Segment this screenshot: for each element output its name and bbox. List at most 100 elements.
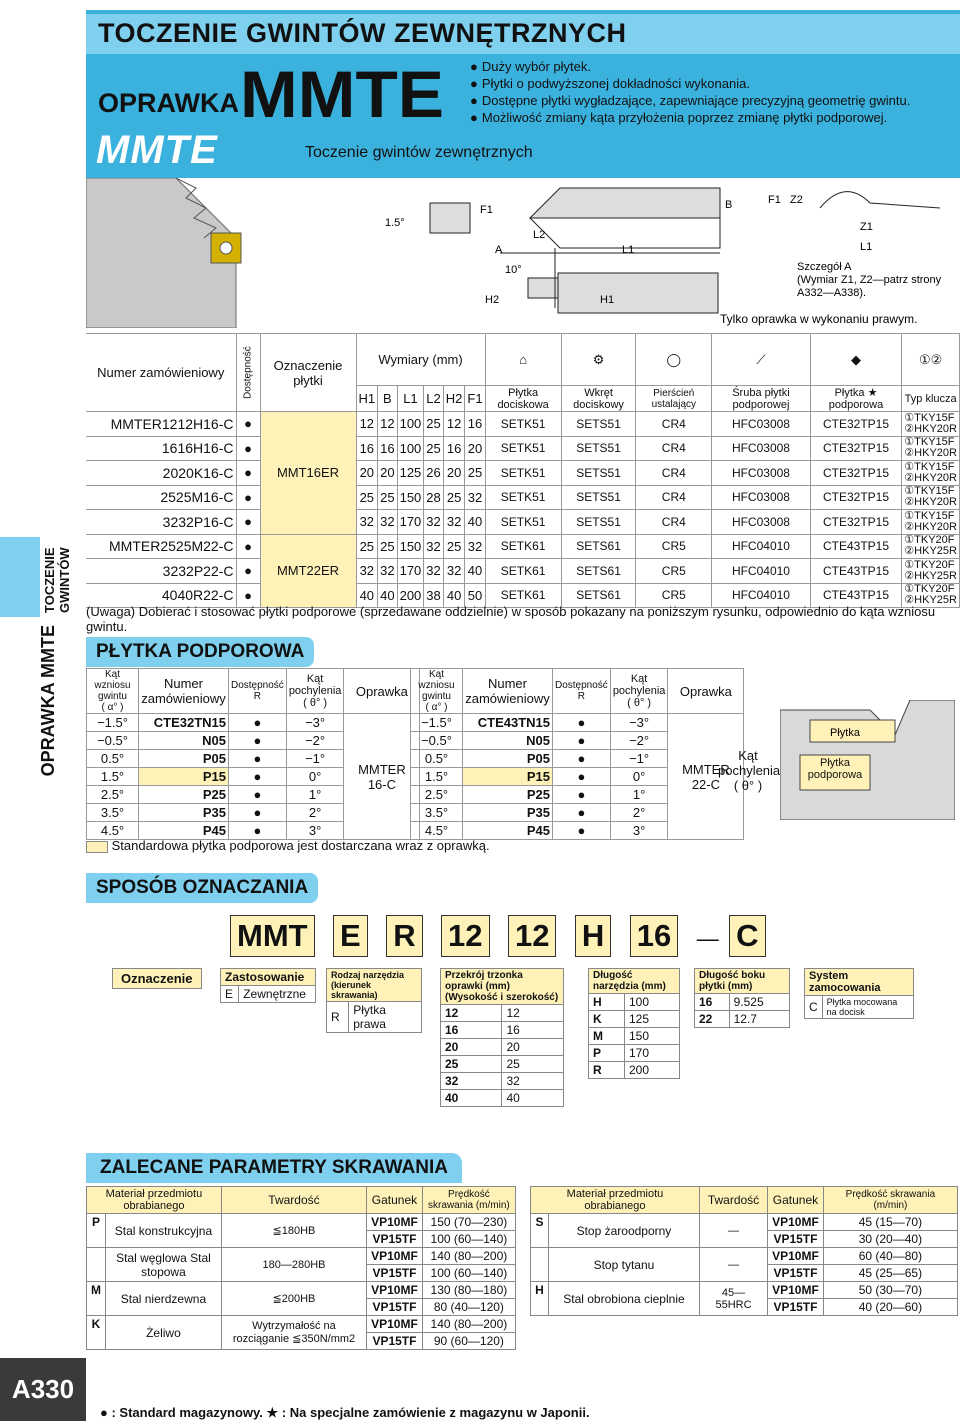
col-angle-label: Kąt wzniosu gwintu: [418, 669, 455, 702]
grade: VP10MF: [767, 1247, 824, 1265]
std-note-text: Standardowa płytka podporowa jest dostar…: [111, 838, 490, 853]
dim-cell: 32: [423, 558, 444, 584]
col-angle: Kąt wzniosu gwintu( α° ): [86, 668, 139, 714]
angle-cell: 2.5°: [86, 785, 139, 804]
part-cell: SETK51: [484, 484, 562, 510]
param-head: Prędkość skrawania (m/min): [421, 1186, 517, 1214]
dim-label-A: A: [495, 244, 503, 256]
legend-val: 100: [623, 993, 681, 1011]
angle-cell: 1.5°: [410, 767, 463, 786]
part-cell: HFC04010: [711, 533, 811, 559]
legend-head: Długość boku płytki (mm): [694, 968, 790, 994]
dim-cell: 20: [355, 460, 379, 486]
dim-label-L1b: L1: [860, 241, 872, 253]
key-2: ②HKY20R: [904, 520, 957, 533]
support-figure: Płytka: [780, 700, 955, 820]
angle-cell: −1.5°: [410, 713, 463, 732]
table-row: 0.5°P05●−1°: [410, 749, 744, 768]
dim-cell: 26: [423, 460, 444, 486]
part-head: Typ klucza: [901, 385, 960, 412]
col-R: R: [253, 691, 262, 702]
avail-dot: ●: [228, 785, 287, 804]
legend-val: 20: [501, 1038, 564, 1056]
support-table-left: Kąt wzniosu gwintu( α° ) Numer zamówieni…: [86, 668, 421, 840]
part-cell: SETK61: [484, 558, 562, 584]
part-cell: SETS51: [560, 484, 637, 510]
dim-cell: 40: [377, 582, 398, 608]
avail-dot: ●: [228, 713, 287, 732]
dim-label-H1: H1: [600, 294, 614, 306]
speed: 140 (80—200): [421, 1315, 517, 1333]
key-1: ①TKY15F: [904, 436, 955, 449]
tilt-cell: 0°: [285, 767, 345, 786]
iso-class: [530, 1247, 549, 1282]
avail-dot: ●: [552, 785, 611, 804]
code-box: R: [386, 915, 423, 957]
part-cell: SETK51: [484, 411, 562, 437]
order-cell: CTE43TN15: [462, 713, 553, 732]
section-title: SPOSÓB OZNACZANIA: [86, 873, 319, 903]
avail-dot: ●: [235, 509, 261, 535]
part-cell: CR4: [635, 460, 713, 486]
part-cell: CR5: [635, 533, 713, 559]
hardness: 180—280HB: [220, 1247, 368, 1282]
col-theta: ( θ° ): [627, 697, 652, 709]
wrench-icon: ①②: [901, 333, 960, 386]
avail-dot: ●: [235, 435, 261, 461]
speed: 100 (60—140): [421, 1264, 517, 1282]
tilt-cell: 2°: [285, 803, 345, 822]
header-order: Numer zamówieniowy: [86, 333, 237, 412]
legend-key: 16: [439, 1021, 503, 1039]
order-code: MMTER2525M22-C: [86, 533, 237, 559]
tilt-cell: −1°: [609, 749, 669, 768]
grade: VP10MF: [767, 1213, 824, 1231]
part-cell: HFC03008: [711, 460, 811, 486]
dim-label-H2: H2: [485, 294, 499, 306]
dim-cell: 16: [464, 411, 486, 437]
part-icon: ◯: [635, 333, 713, 386]
speed: 100 (60—140): [421, 1230, 517, 1248]
table-row: −0.5°N05●−2°: [86, 731, 420, 750]
hardness: —: [698, 1247, 769, 1282]
header-dims: Wymiary (mm): [355, 333, 486, 386]
code-row: MMT E R 12 12 H 16 — C: [230, 915, 780, 957]
order-code: 2020K16-C: [86, 460, 237, 486]
table-row: 1.5°P15●0°: [410, 767, 744, 786]
detail-title: Szczegół A: [797, 261, 852, 273]
avail-dot: ●: [235, 484, 261, 510]
model-italic: MMTE: [96, 128, 218, 172]
header-avail: Dostępność: [236, 333, 260, 412]
support-table-right: Kąt wzniosu gwintu( α° ) Numer zamówieni…: [410, 668, 745, 840]
order-code: 3232P22-C: [86, 558, 237, 584]
col-order: Numer zamówieniowy: [462, 668, 553, 714]
tilt-cell: 1°: [609, 785, 669, 804]
key-2: ②HKY25R: [904, 569, 957, 582]
section-title: PŁYTKA PODPOROWA: [86, 637, 315, 667]
col-head: H1: [355, 385, 379, 412]
col-avail-label: Dostępność: [555, 680, 608, 691]
code-box: C: [729, 915, 766, 957]
dim-cell: 16: [355, 435, 379, 461]
part-head: Pierścień ustalający: [635, 385, 713, 412]
detail-note: (Wymiar Z1, Z2—patrz strony: [797, 274, 942, 286]
dim-cell: 32: [355, 558, 379, 584]
legend-head: Długość narzędzia (mm): [588, 968, 680, 994]
speed: 30 (20—40): [822, 1230, 959, 1248]
col-alpha: ( α° ): [101, 702, 124, 713]
legend-key: H: [588, 993, 625, 1011]
avail-dot: ●: [235, 460, 261, 486]
material: Stop żaroodporny: [548, 1213, 700, 1248]
